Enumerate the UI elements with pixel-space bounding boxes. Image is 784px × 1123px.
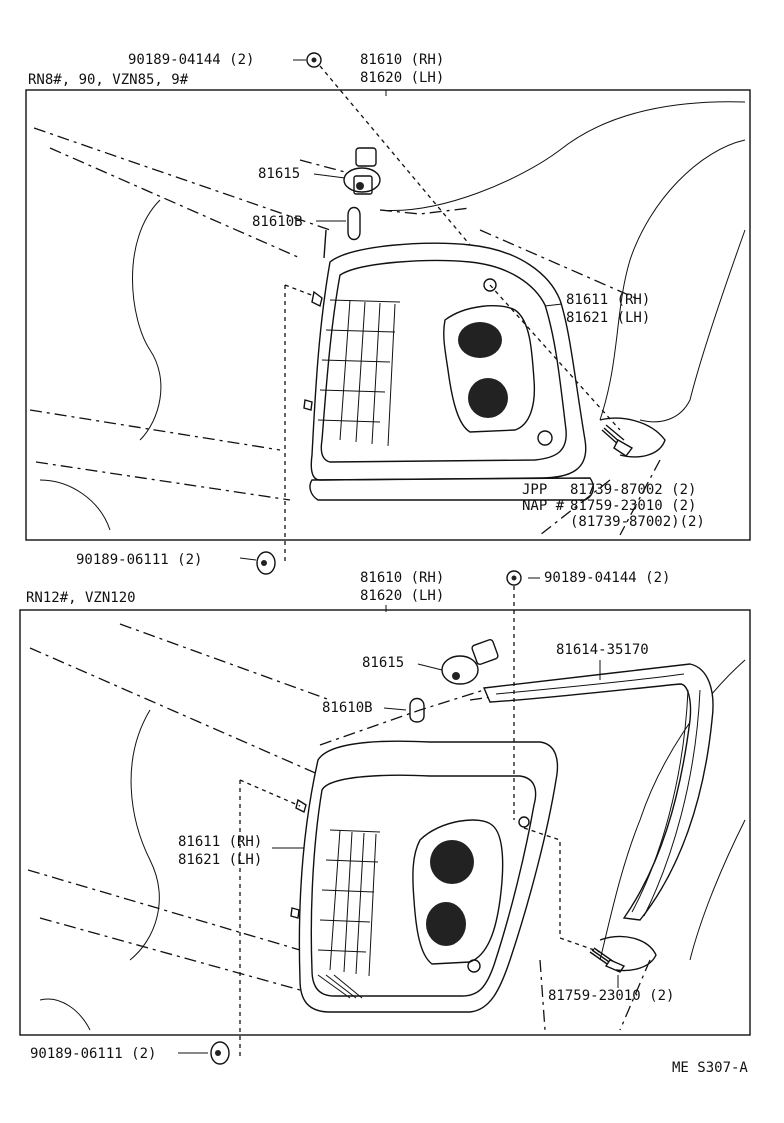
- upper-top-screw-icon: [306, 52, 322, 68]
- lower-leader-socket: [417, 663, 443, 671]
- sheet-code: ME S307-A: [672, 1060, 748, 1076]
- upper-label-bulb: 81610B: [252, 214, 303, 230]
- upper-body-line: [619, 459, 661, 536]
- upper-body-line: [49, 147, 301, 259]
- upper-label-lens-lh: 81621 (LH): [566, 310, 650, 326]
- upper-mount-hole: [483, 278, 497, 292]
- lower-model-label: RN12#, VZN120: [26, 590, 136, 606]
- lower-label-assy-lh: 81620 (LH): [360, 588, 444, 604]
- upper-bumper-tip: [599, 417, 666, 458]
- upper-label-nap-alt: (81739-87002)(2): [570, 514, 705, 530]
- upper-label-jpp-part: 81739-87002 (2): [570, 482, 696, 498]
- upper-body-contour: [639, 229, 746, 423]
- lower-bulb-icon: [409, 697, 425, 723]
- lower-amber-window: [412, 819, 504, 965]
- lower-body-line: [29, 647, 321, 776]
- lower-top-screw-icon: [506, 570, 522, 586]
- upper-frame: [25, 89, 751, 541]
- upper-stud: [303, 399, 313, 411]
- lower-label-bulb: 81610B: [322, 700, 373, 716]
- lower-body-contour: [39, 998, 91, 1031]
- upper-lamp-neck: [323, 229, 327, 259]
- upper-body-line: [299, 159, 346, 173]
- upper-amber-window: [443, 305, 536, 433]
- upper-body-line: [29, 409, 281, 451]
- upper-body-contour: [132, 199, 162, 441]
- upper-label-lens-rh: 81611 (RH): [566, 292, 650, 308]
- upper-body-line: [35, 461, 291, 501]
- upper-model-label: RN8#, 90, VZN85, 9#: [28, 72, 189, 88]
- upper-body-line: [539, 479, 611, 536]
- lower-label-nut-bottom: 90189-06111 (2): [30, 1046, 156, 1062]
- lower-label-gasket: 81614-35170: [556, 642, 649, 658]
- upper-lamp-base: [309, 477, 594, 501]
- upper-label-socket: 81615: [258, 166, 300, 182]
- upper-body-contour: [379, 101, 746, 211]
- lower-label-screw-side: 81759-23010 (2): [548, 988, 674, 1004]
- upper-mesh-patch: [458, 322, 502, 358]
- upper-label-nap: NAP #: [522, 498, 565, 514]
- lower-side-screw-icon: [589, 947, 626, 973]
- lower-frame: [19, 609, 751, 1036]
- upper-bulb-icon: [347, 206, 361, 241]
- upper-stud: [311, 290, 323, 308]
- lower-label-screw-top: 90189-04144 (2): [544, 570, 670, 586]
- upper-side-screw-icon: [601, 424, 634, 457]
- lower-lamp-housing: [290, 740, 559, 1013]
- upper-lamp-housing: [303, 229, 594, 501]
- upper-label-assy-lh: 81620 (LH): [360, 70, 444, 86]
- lower-mesh-patch: [430, 840, 474, 884]
- lower-label-lens-rh: 81611 (RH): [178, 834, 262, 850]
- lower-leader-side-screw: [523, 827, 601, 953]
- lower-bumper-tip: [599, 935, 657, 972]
- upper-lens-ribs: [317, 299, 401, 447]
- upper-leader-socket: [313, 173, 346, 179]
- lower-label-lens-lh: 81621 (LH): [178, 852, 262, 868]
- lower-mesh-patch: [426, 902, 466, 946]
- upper-mount-hole: [537, 430, 553, 446]
- upper-leader-nut-stud: [284, 284, 315, 297]
- lower-gasket-icon: [482, 663, 714, 921]
- lower-body-line: [27, 869, 301, 951]
- lower-socket-icon: [441, 638, 499, 685]
- lower-stud: [290, 907, 300, 919]
- upper-label-screw-top: 90189-04144 (2): [128, 52, 254, 68]
- upper-label-jpp: JPP: [522, 482, 547, 498]
- lower-leader-bulb: [383, 707, 407, 711]
- lower-stud: [295, 798, 307, 814]
- upper-section: 90189-04144 (2) 81610 (RH) 81620 (LH) RN…: [25, 52, 751, 575]
- lower-body-line: [539, 959, 546, 1031]
- lower-mount-hole: [467, 959, 481, 973]
- upper-body-contour: [39, 479, 111, 531]
- lower-body-contour: [129, 709, 160, 961]
- upper-label-nap-part: 81759-23010 (2): [570, 498, 696, 514]
- upper-leader-side-screw: [489, 284, 621, 431]
- lower-mount-hole: [518, 816, 530, 828]
- lower-body-contour: [689, 819, 746, 961]
- upper-bottom-nut-icon: [256, 551, 276, 575]
- upper-leader-nut-label: [239, 557, 257, 561]
- lower-body-line: [39, 917, 301, 991]
- lower-label-assy-rh: 81610 (RH): [360, 570, 444, 586]
- lower-body-line: [119, 623, 331, 701]
- upper-body-line: [33, 127, 331, 231]
- lower-leader-nut-stud: [239, 779, 301, 807]
- lower-section: 81610 (RH) 81620 (LH) 90189-04144 (2) RN…: [19, 570, 751, 1065]
- lower-body-line: [319, 689, 485, 746]
- lower-label-socket: 81615: [362, 655, 404, 671]
- upper-leader-lens: [544, 303, 563, 307]
- lower-bottom-nut-icon: [210, 1041, 230, 1065]
- upper-label-nut-bottom: 90189-06111 (2): [76, 552, 202, 568]
- upper-label-assy-rh: 81610 (RH): [360, 52, 444, 68]
- upper-body-line: [479, 229, 641, 301]
- lower-lens-ribs: [317, 829, 381, 999]
- upper-mesh-patch: [468, 378, 508, 418]
- upper-body-contour: [599, 139, 746, 421]
- upper-leader-screw-top: [319, 65, 471, 246]
- upper-socket-icon: [343, 147, 381, 195]
